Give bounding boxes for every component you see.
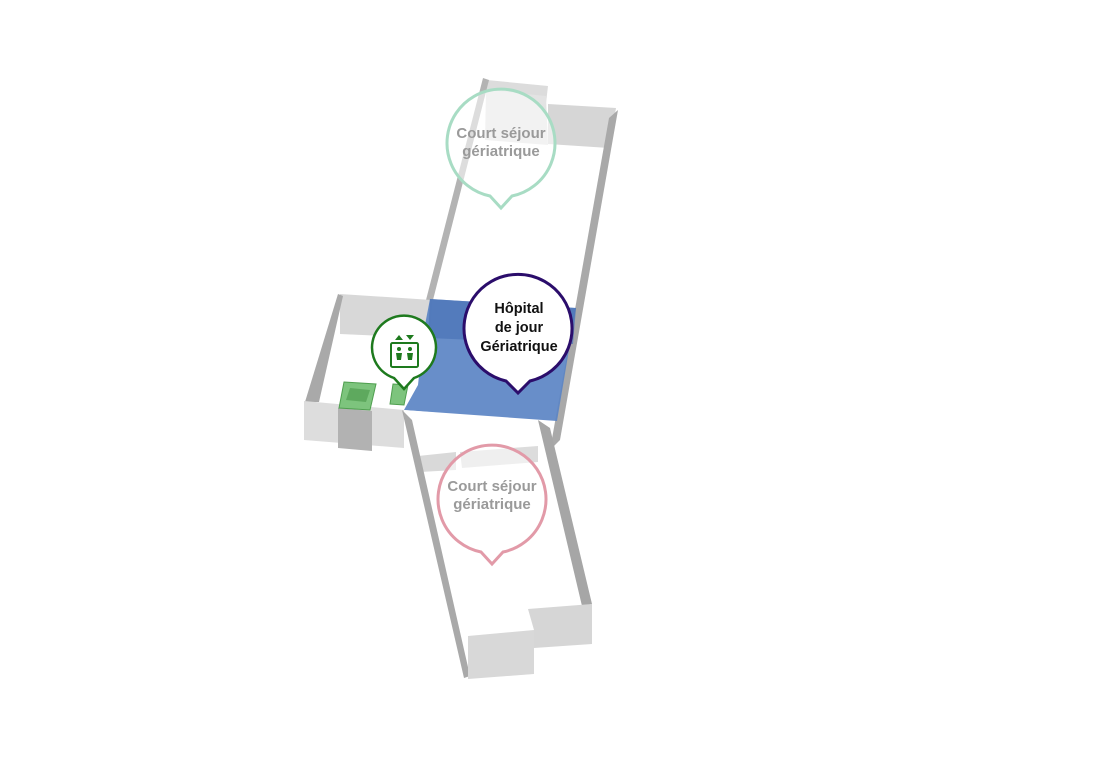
south-wing-bottom-right-wall [528,604,592,648]
west-annex-left-wall [305,294,343,402]
west-annex-pillar [338,408,372,451]
court-sejour-south-pin-shape [436,443,548,567]
hopital-de-jour-label-line2: de jour [495,320,544,336]
hopital-de-jour-pin-shape [462,272,574,396]
elevator-icon [390,335,419,368]
hopital-de-jour-label-line1: Hôpital [494,301,543,317]
court-sejour-south-label-line2: gériatrique [453,496,531,513]
north-wing-right-wall [550,110,618,450]
court-sejour-north-pin[interactable]: Court séjour gériatrique [445,87,557,211]
court-sejour-south-pin[interactable]: Court séjour gériatrique [436,443,548,567]
court-sejour-north-label-line2: gériatrique [462,143,540,160]
elevator-pin-shape [370,314,438,391]
south-wing-ledge [418,452,456,472]
south-wing-right-wall [538,420,592,606]
hopital-de-jour-label-line3: Gériatrique [480,339,557,355]
court-sejour-south-label-line1: Court séjour [447,478,536,495]
north-wing-top-right-wall [548,104,616,148]
court-sejour-north-label-line1: Court séjour [456,125,545,142]
south-wing-bottom-wall [468,630,534,679]
hopital-de-jour-pin[interactable]: Hôpital de jour Gériatrique [462,272,574,396]
elevator-pin[interactable] [370,314,438,391]
court-sejour-north-pin-shape [445,87,557,211]
south-wing-left-wall [402,410,470,678]
